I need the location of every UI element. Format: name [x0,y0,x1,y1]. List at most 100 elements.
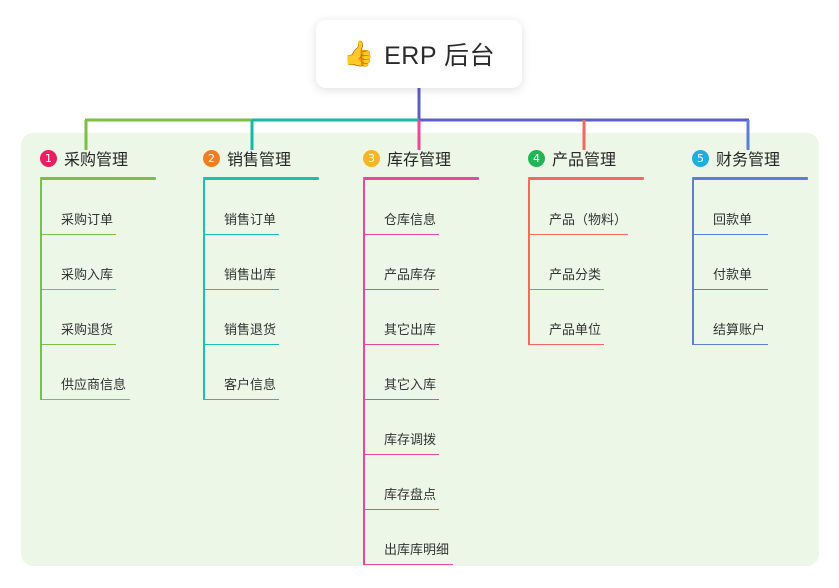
column-4: 4 产品管理产品（物料） 产品分类产品单位 [528,146,644,345]
list-item[interactable]: 销售订单 [203,180,319,235]
list-item-rule [363,508,439,510]
list-item-rule [203,343,279,345]
list-item-rule [40,343,116,345]
list-item-rule [203,398,279,400]
list-item-label: 产品（物料） [549,212,628,227]
list-item-label: 客户信息 [224,377,277,392]
column-trunk-3 [363,180,365,565]
list-item-rule [692,288,768,290]
column-5: 5 财务管理回款单付款单结算账户 [692,146,808,345]
column-header-5[interactable]: 5 财务管理 [692,146,808,170]
column-header-3[interactable]: 3 库存管理 [363,146,479,170]
column-trunk-5 [692,180,694,345]
list-item-rule [203,288,279,290]
column-3: 3 库存管理仓库信息产品库存其它出库其它入库库存调拨库存盘点出库库明细 [363,146,479,565]
column-badge-3: 3 [363,149,380,167]
column-badge-5: 5 [692,149,709,167]
list-item-rule [528,288,604,290]
list-item[interactable]: 仓库信息 [363,180,479,235]
column-badge-2: 2 [203,149,220,167]
column-trunk-2 [203,180,205,400]
column-header-4[interactable]: 4 产品管理 [528,146,644,170]
column-rule-3 [363,177,479,180]
list-item[interactable]: 销售退货 [203,290,319,345]
list-item-rule [363,343,439,345]
list-item-label: 仓库信息 [384,212,437,227]
column-trunk-1 [40,180,42,400]
list-item-rule [363,453,439,455]
list-item-label: 销售订单 [224,212,277,227]
list-item[interactable]: 采购退货 [40,290,156,345]
list-item-label: 回款单 [713,212,753,227]
list-item[interactable]: 采购入库 [40,235,156,290]
list-item-label: 供应商信息 [61,377,127,392]
list-item[interactable]: 供应商信息 [40,345,156,400]
leaf-list-4: 产品（物料） 产品分类产品单位 [528,180,644,345]
column-title-5: 财务管理 [716,152,781,169]
list-item-label: 销售出库 [224,267,277,282]
leaf-list-5: 回款单付款单结算账户 [692,180,808,345]
list-item-label: 库存盘点 [384,487,437,502]
list-item[interactable]: 销售出库 [203,235,319,290]
list-item-rule [203,233,279,235]
column-rule-2 [203,177,319,180]
list-item-rule [692,343,768,345]
column-2: 2 销售管理销售订单销售出库销售退货客户信息 [203,146,319,400]
list-item-label: 采购入库 [61,267,114,282]
list-item[interactable]: 产品分类 [528,235,644,290]
list-item[interactable]: 客户信息 [203,345,319,400]
page-title: ERP 后台 [384,42,496,70]
list-item-rule [40,233,116,235]
list-item-rule [363,563,453,565]
column-title-2: 销售管理 [227,152,292,169]
list-item-label: 出库库明细 [384,542,450,557]
list-item[interactable]: 库存调拨 [363,400,479,455]
list-item-rule [363,288,439,290]
list-item-rule [692,233,768,235]
list-item[interactable]: 采购订单 [40,180,156,235]
column-header-2[interactable]: 2 销售管理 [203,146,319,170]
list-item-label: 其它出库 [384,322,437,337]
list-item[interactable]: 出库库明细 [363,510,479,565]
list-item-label: 采购退货 [61,322,114,337]
leaf-list-2: 销售订单销售出库销售退货客户信息 [203,180,319,400]
list-item[interactable]: 产品单位 [528,290,644,345]
list-item-label: 付款单 [713,267,753,282]
leaf-list-1: 采购订单采购入库采购退货供应商信息 [40,180,156,400]
list-item-label: 销售退货 [224,322,277,337]
list-item-rule [40,288,116,290]
list-item-label: 产品库存 [384,267,437,282]
list-item[interactable]: 库存盘点 [363,455,479,510]
list-item-label: 采购订单 [61,212,114,227]
root-title-card[interactable]: 👍 ERP 后台 [316,20,522,88]
list-item-rule [363,233,439,235]
list-item[interactable]: 回款单 [692,180,808,235]
list-item[interactable]: 其它入库 [363,345,479,400]
column-badge-4: 4 [528,149,545,167]
list-item-label: 库存调拨 [384,432,437,447]
column-rule-5 [692,177,808,180]
list-item[interactable]: 产品库存 [363,235,479,290]
column-trunk-4 [528,180,530,345]
list-item-rule [40,398,130,400]
list-item[interactable]: 结算账户 [692,290,808,345]
column-rule-1 [40,177,156,180]
list-item[interactable]: 产品（物料） [528,180,644,235]
column-title-4: 产品管理 [552,152,617,169]
leaf-list-3: 仓库信息产品库存其它出库其它入库库存调拨库存盘点出库库明细 [363,180,479,565]
list-item-label: 其它入库 [384,377,437,392]
list-item-label: 产品单位 [549,322,602,337]
diagram-background-panel [21,133,819,566]
list-item-rule [528,343,604,345]
list-item[interactable]: 付款单 [692,235,808,290]
list-item-label: 产品分类 [549,267,602,282]
list-item[interactable]: 其它出库 [363,290,479,345]
column-badge-1: 1 [40,149,57,167]
column-rule-4 [528,177,644,180]
thumbs-up-icon: 👍 [342,39,375,68]
column-title-3: 库存管理 [387,152,452,169]
list-item-rule [528,233,628,235]
